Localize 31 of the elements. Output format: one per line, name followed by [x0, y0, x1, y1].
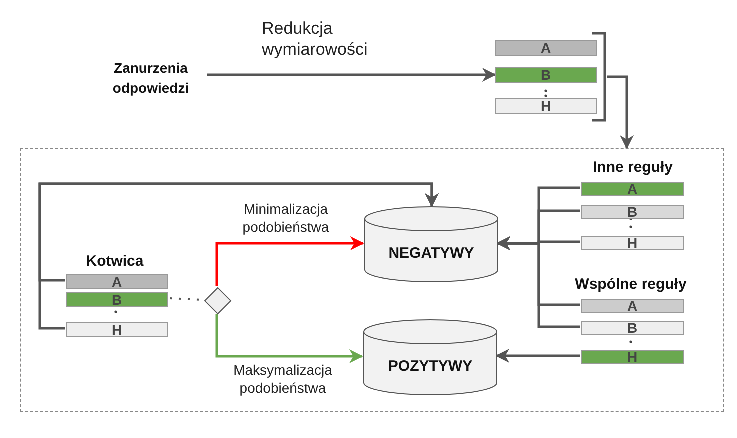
arrow [207, 68, 496, 82]
bar: A [581, 299, 684, 313]
arrow [607, 76, 634, 150]
node-label: Zanurzenia odpowiedzi [95, 55, 207, 101]
arrow [496, 236, 580, 328]
dashed-group-frame [20, 148, 724, 412]
database-cylinder: POZYTYWY [363, 319, 498, 396]
bar: B [66, 292, 168, 307]
edge-label: Maksymalizacja podobieństwa [232, 362, 334, 397]
decision-diamond [204, 287, 232, 315]
arrow [216, 236, 364, 286]
group-heading: Inne reguły [592, 159, 674, 176]
arrow [496, 349, 580, 363]
group-heading: Kotwica [85, 253, 145, 270]
bar: A [66, 274, 168, 289]
group-heading: Wspólne reguły [574, 276, 688, 293]
edge-label: Redukcja wymiarowości [262, 18, 369, 60]
bar: B [495, 67, 597, 83]
bracket [591, 32, 607, 122]
bar: H [581, 350, 684, 364]
bar: B [581, 321, 684, 335]
bar: H [66, 322, 168, 337]
arrow [38, 182, 439, 330]
bar: H [581, 236, 684, 250]
database-cylinder: NEGATYWY [364, 206, 499, 283]
bar: H [495, 98, 597, 114]
bar: B [581, 205, 684, 219]
bar: A [495, 40, 597, 56]
edge-label: Minimalizacja podobieństwa [242, 201, 330, 236]
arrow [216, 314, 364, 364]
bar: A [581, 182, 684, 196]
